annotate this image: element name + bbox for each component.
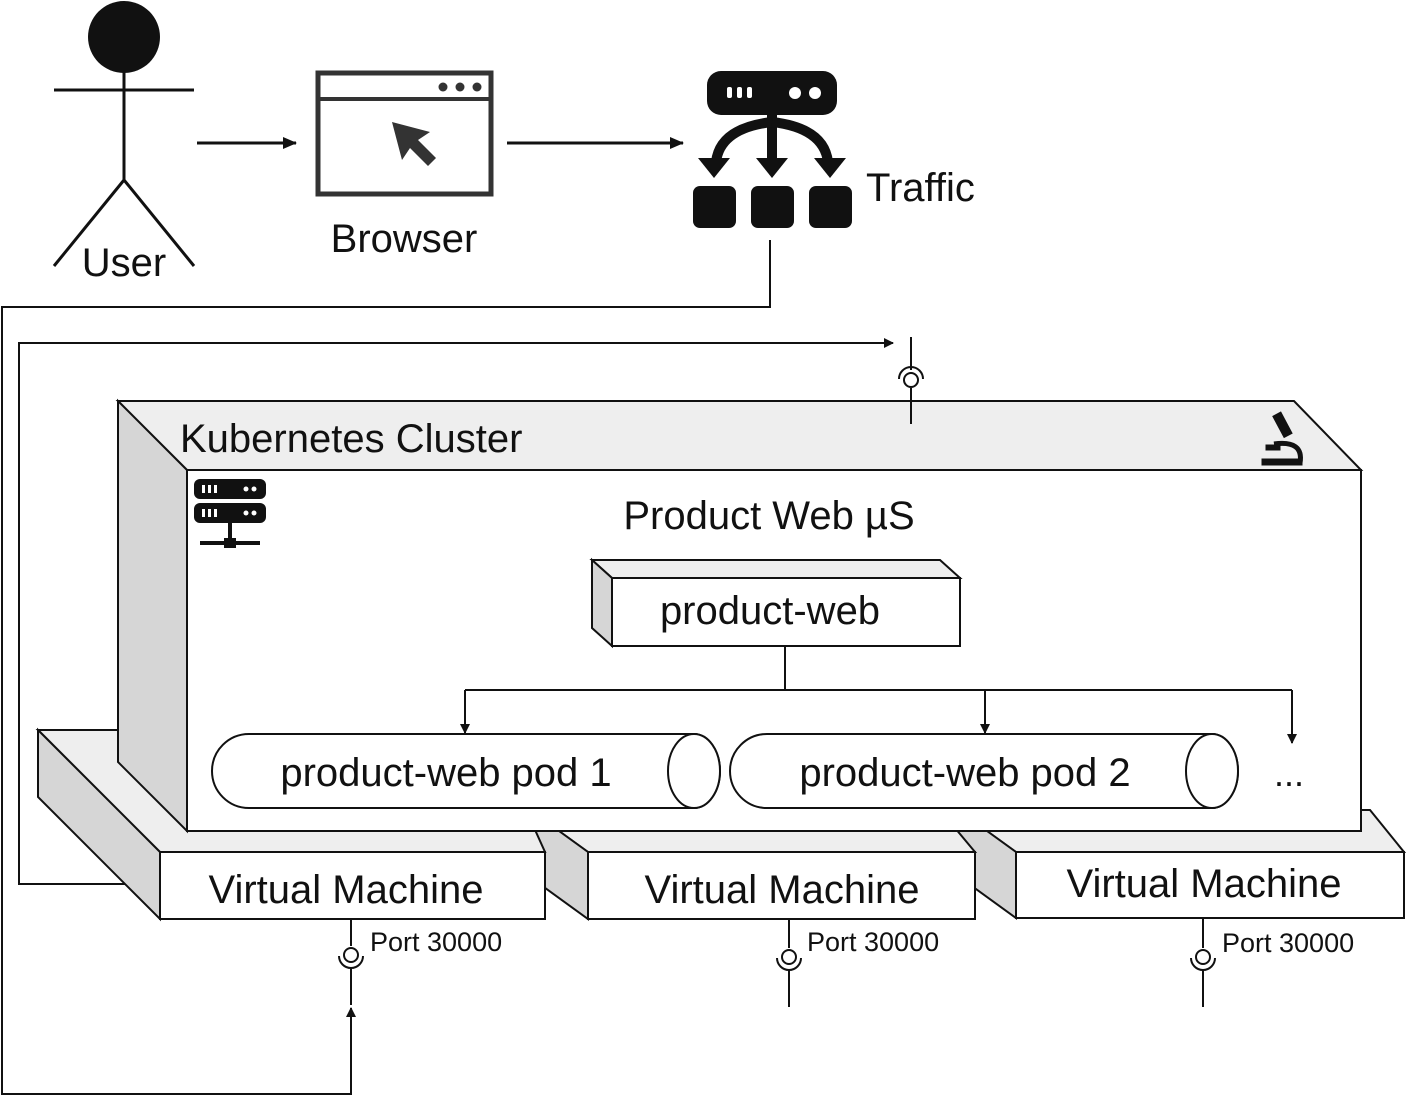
vm-2-label: Virtual Machine [645,868,920,912]
traffic-label: Traffic [866,166,975,210]
vm-3-port-icon [1190,918,1216,1007]
vm-1-port-label: Port 30000 [370,927,502,957]
deployment-box [589,557,963,649]
pod-2-label: product-web pod 2 [799,751,1130,795]
pod-2-cylinder [729,733,1239,809]
vm-1-label: Virtual Machine [209,868,484,912]
pod-1-cylinder [211,733,721,809]
vm-to-cluster-port-connector [18,338,894,885]
service-title: Product Web µS [623,494,914,538]
browser-window-icon [315,70,494,197]
load-balancer-icon [693,71,852,228]
vm-3-port-label: Port 30000 [1222,928,1354,958]
server-rack-icon [194,479,266,548]
cluster-port-icon [898,337,924,424]
vm-2-port-icon [776,919,802,1007]
cursor-icon [392,122,436,166]
cluster-label: Kubernetes Cluster [180,417,522,461]
vm-1-port-icon [338,919,364,1005]
more-pods-ellipsis: ... [1274,753,1304,794]
browser-label: Browser [331,217,478,261]
vm-2-port-label: Port 30000 [807,927,939,957]
user-stick-figure-icon [52,1,196,267]
deployment-to-pods-connector [460,646,1297,744]
microscope-icon [1261,411,1303,466]
deployment-label: product-web [660,589,880,633]
user-label: User [82,241,166,285]
pod-1-label: product-web pod 1 [280,751,611,795]
vm-3-label: Virtual Machine [1067,862,1342,906]
traffic-to-vm-port-connector [1,240,771,1095]
